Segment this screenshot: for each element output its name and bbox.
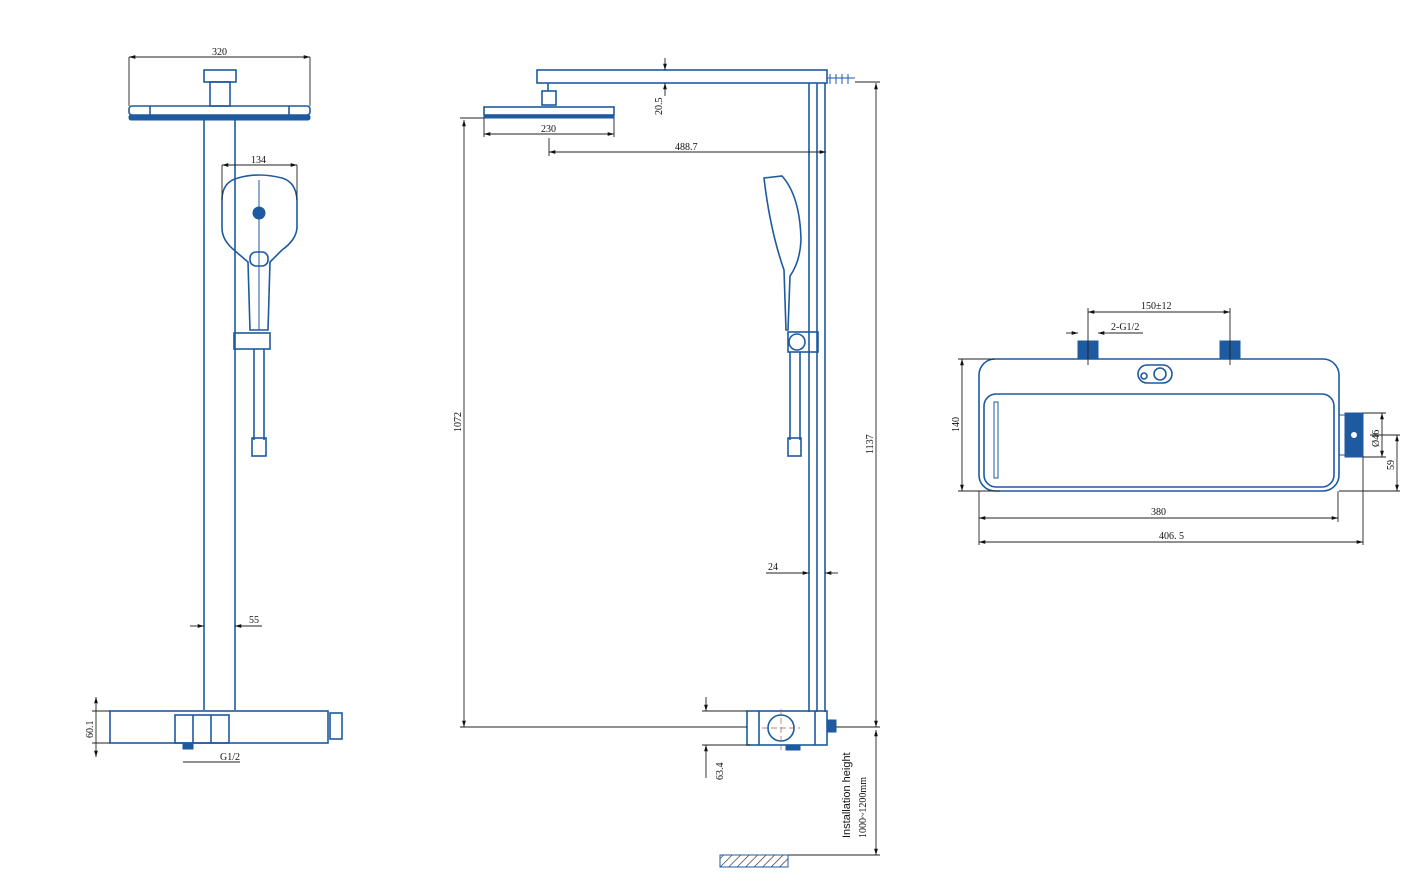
dim-knob-diameter: Ø46 [1371,430,1382,447]
dim-rail-depth: 24 [768,562,778,573]
dim-inlet: G1/2 [220,752,240,763]
shower-arm [483,69,855,119]
dim-head-to-valve: 1072 [453,412,464,432]
dim-total-height: 1137 [865,434,876,454]
dim-overall-width: 406. 5 [1159,531,1184,542]
dim-body-width: 380 [1151,507,1166,518]
dim-hand-shower-width: 134 [251,155,266,166]
thermostatic-valve-side [746,709,837,751]
top-view: 150±12 2-G1/2 140 Ø46 59 380 406. 5 [951,301,1400,545]
dim-inlets: 2-G1/2 [1111,322,1139,333]
dim-pipe-offset: 55 [249,615,259,626]
floor-hatch [719,854,789,868]
front-view: 320 134 55 60.1 G1/2 [85,47,343,763]
dim-valve-height: 60.1 [85,721,96,739]
dim-inlet-spacing: 150±12 [1141,301,1172,312]
dim-depth: 140 [951,417,962,432]
dim-arm-height: 20.5 [654,98,665,116]
installation-height-label: Installation height [841,752,853,838]
shower-rail [203,120,236,710]
installation-height-range: 1000~1200mm [858,777,869,838]
hand-shower-side [763,175,819,457]
dim-head-depth: 230 [541,124,556,135]
dim-knob-offset: 59 [1386,460,1397,470]
rail-side [808,83,826,712]
thermostatic-valve-front [109,710,343,750]
hand-shower [221,174,298,457]
dim-valve-depth: 63.4 [715,763,726,781]
dim-head-width: 320 [212,47,227,58]
side-view: 20.5 230 488.7 1072 1137 24 63.4 Install… [453,58,880,868]
overhead-shower-head [128,69,311,121]
dim-arm-length: 488.7 [675,142,698,153]
